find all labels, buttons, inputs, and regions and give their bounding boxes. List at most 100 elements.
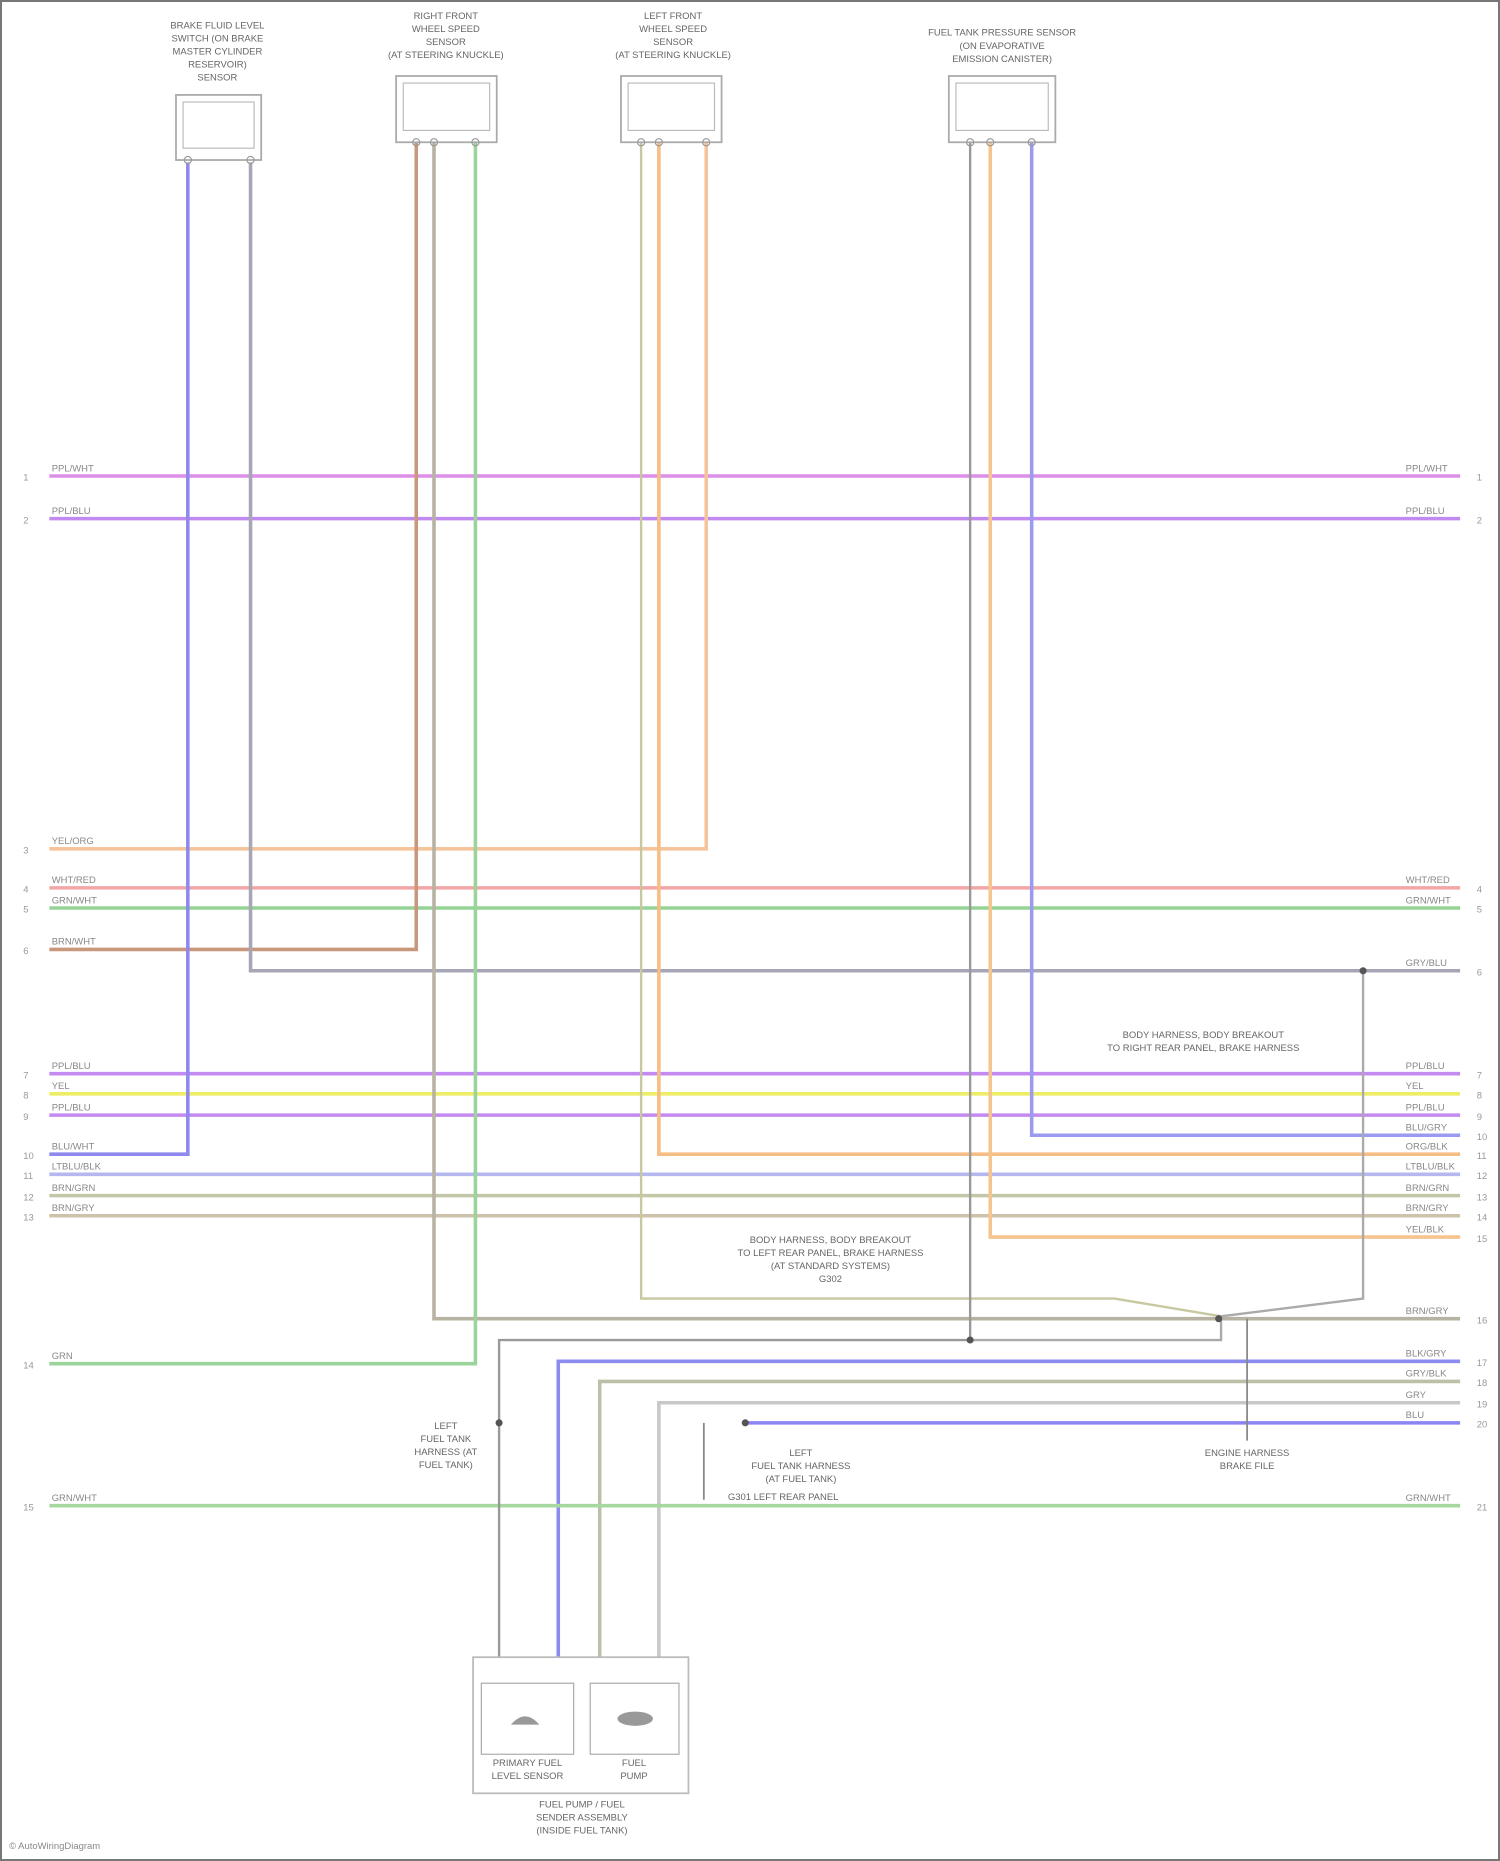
wire-label-right: GRY (1406, 1390, 1427, 1401)
wire-label-left: GRN/WHT (52, 1493, 97, 1504)
wire-label-left: PPL/BLU (52, 1102, 91, 1113)
wire-label-left: BRN/GRN (52, 1183, 96, 1194)
splice-note: BODY HARNESS, BODY BREAKOUT (750, 1235, 912, 1246)
wire-label-right: GRY/BLK (1406, 1369, 1448, 1380)
wire-20 (558, 1361, 1460, 1659)
pin-left: 5 (23, 905, 28, 916)
pin-left: 9 (23, 1112, 28, 1123)
component-title: SENSOR (426, 37, 466, 48)
component-title: SENDER ASSEMBLY (536, 1813, 628, 1824)
pin-left: 13 (23, 1212, 34, 1223)
ground-label: G301 LEFT REAR PANEL (728, 1492, 839, 1503)
splice-dot (496, 1419, 503, 1426)
component-title: PUMP (620, 1771, 647, 1782)
wire-label-right: GRN/WHT (1406, 895, 1451, 906)
splice-note: TO RIGHT REAR PANEL, BRAKE HARNESS (1107, 1043, 1299, 1054)
pin-right: 5 (1477, 905, 1482, 916)
component-title: FUEL PUMP / FUEL (539, 1800, 625, 1811)
wire-label-right: BLU/GRY (1406, 1123, 1448, 1134)
splice-note: LEFT (789, 1448, 812, 1459)
pin-right: 1 (1477, 473, 1482, 484)
wire-12 (49, 162, 187, 1154)
wire-label-left: YEL/ORG (52, 836, 94, 847)
wire-label-left: YEL (52, 1081, 70, 1092)
component-left_wheel_speed (621, 76, 722, 142)
wire-label-left: BRN/GRY (52, 1203, 96, 1214)
wire-label-right: PPL/BLU (1406, 1061, 1445, 1072)
splice-note: G302 (819, 1274, 842, 1285)
pin-right: 6 (1477, 967, 1482, 978)
wire-label-right: PPL/WHT (1406, 463, 1448, 474)
pin-right: 17 (1477, 1358, 1488, 1369)
wire-3 (49, 142, 706, 849)
pin-left: 1 (23, 473, 28, 484)
splice-note: BODY HARNESS, BODY BREAKOUT (1123, 1030, 1285, 1041)
pin-left: 15 (23, 1502, 34, 1513)
pin-left: 2 (23, 515, 28, 526)
wire-label-right: GRN/WHT (1406, 1493, 1451, 1504)
component-title: PRIMARY FUEL (493, 1758, 563, 1769)
wire-label-left: BLU/WHT (52, 1141, 95, 1152)
wire-18 (434, 142, 1460, 1318)
wire-label-left: GRN (52, 1351, 73, 1362)
component-title: SENSOR (653, 37, 693, 48)
component-brake_fluid_switch (176, 95, 261, 160)
component-title: (ON EVAPORATIVE (959, 41, 1044, 52)
wire-label-right: WHT/RED (1406, 875, 1450, 886)
splice-note: (AT FUEL TANK) (765, 1474, 836, 1485)
wire-label-right: GRY/BLU (1406, 958, 1448, 969)
wire-label-right: BRN/GRN (1406, 1183, 1450, 1194)
splice-note: TO LEFT REAR PANEL, BRAKE HARNESS (737, 1248, 923, 1259)
footer-credit: © AutoWiringDiagram (9, 1841, 100, 1852)
component-title: FUEL TANK PRESSURE SENSOR (928, 28, 1076, 39)
pin-left: 11 (23, 1171, 33, 1182)
pin-right: 8 (1477, 1091, 1482, 1102)
wire-label-left: LTBLU/BLK (52, 1162, 102, 1173)
component-title: BRAKE FLUID LEVEL (170, 21, 264, 32)
pin-left: 8 (23, 1091, 28, 1102)
component-title: LEFT FRONT (644, 11, 702, 22)
fuel-pump-motor-icon (617, 1712, 653, 1726)
wire-label-left: WHT/RED (52, 875, 96, 886)
pin-right: 20 (1477, 1420, 1488, 1431)
splice-dot (1215, 1315, 1222, 1322)
wire-13 (659, 142, 1460, 1154)
wire-label-left: PPL/WHT (52, 463, 94, 474)
component-title: FUEL (622, 1758, 646, 1769)
splice-note: BRAKE FILE (1220, 1461, 1275, 1472)
wire-label-left: BRN/WHT (52, 937, 96, 948)
pin-right: 13 (1477, 1192, 1488, 1203)
component-title: (INSIDE FUEL TANK) (536, 1826, 627, 1837)
wire-label-right: BRN/GRY (1406, 1306, 1450, 1317)
splice-dot (742, 1419, 749, 1426)
wire-11 (1032, 142, 1460, 1135)
wire-label-right: YEL (1406, 1081, 1424, 1092)
pin-right: 14 (1477, 1212, 1488, 1223)
wire-label-right: PPL/BLU (1406, 1102, 1445, 1113)
pin-right: 2 (1477, 515, 1482, 526)
splice-note: FUEL TANK (420, 1434, 471, 1445)
wire-label-right: YEL/BLK (1406, 1224, 1445, 1235)
pin-right: 7 (1477, 1070, 1482, 1081)
splice-dot (967, 1336, 974, 1343)
component-title: RIGHT FRONT (414, 11, 479, 22)
component-title: SWITCH (ON BRAKE (171, 34, 263, 45)
wire-label-right: BLU (1406, 1410, 1425, 1421)
wire-label-left: GRN/WHT (52, 895, 97, 906)
splice-note: FUEL TANK) (419, 1460, 473, 1471)
pin-right: 9 (1477, 1112, 1482, 1123)
pin-right: 10 (1477, 1132, 1488, 1143)
pin-left: 4 (23, 885, 28, 896)
splice-dot (1360, 967, 1367, 974)
splice-note: ENGINE HARNESS (1205, 1448, 1290, 1459)
pin-left: 6 (23, 946, 28, 957)
pin-left: 12 (23, 1192, 34, 1203)
pin-right: 18 (1477, 1378, 1488, 1389)
pin-right: 21 (1477, 1502, 1488, 1513)
wire-olive (641, 142, 1221, 1316)
component-title: MASTER CYLINDER (172, 47, 262, 58)
pin-left: 3 (23, 846, 28, 857)
component-title: EMISSION CANISTER) (952, 54, 1052, 65)
wire-label-left: PPL/BLU (52, 506, 91, 517)
wire-22 (659, 1403, 1460, 1660)
